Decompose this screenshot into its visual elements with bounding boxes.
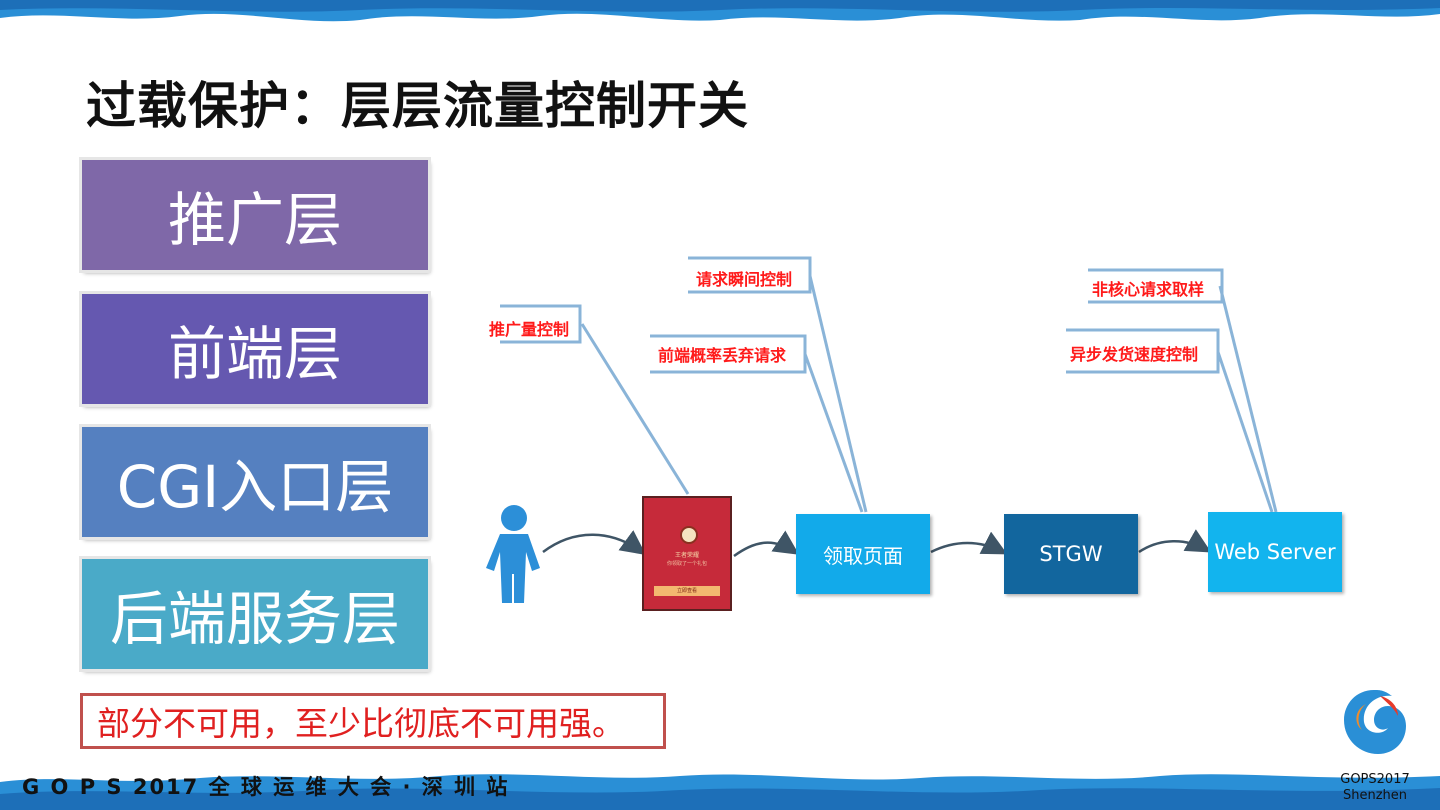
callout-promo: 推广量控制	[489, 320, 570, 339]
flow-arrow-page-stgw	[930, 531, 1008, 555]
layer-cgi-entry: CGI入口层	[82, 427, 428, 537]
gops-logo-icon	[1344, 690, 1406, 754]
flow-arrow-user-phone	[542, 530, 647, 555]
gops-logo-label-year: GOPS2017	[1340, 772, 1410, 787]
game-logo-icon	[680, 526, 698, 544]
footer-event-name: G O P S 2017 全 球 运 维 大 会 · 深 圳 站	[22, 775, 510, 799]
pointer-async	[1216, 351, 1274, 513]
layer-backend-service: 后端服务层	[82, 559, 428, 669]
node-web-server: Web Server	[1208, 512, 1342, 592]
phone-screenshot: 王者荣耀 你领取了一个礼包 立即查看	[642, 496, 732, 611]
pointer-burst	[808, 275, 868, 513]
bottom-brush-band	[0, 774, 1440, 810]
pointer-sample	[1218, 285, 1278, 513]
page-title: 过载保护：层层流量控制开关	[86, 77, 749, 135]
note-box: 部分不可用，至少比彻底不可用强。	[80, 693, 666, 749]
pointer-promo	[580, 323, 690, 495]
gops-logo-label: GOPS2017 Shenzhen	[1330, 772, 1420, 804]
layer-frontend: 前端层	[82, 294, 428, 404]
layer-promotion: 推广层	[82, 160, 428, 270]
callout-burst: 请求瞬间控制	[696, 270, 793, 289]
node-receive-page: 领取页面	[796, 514, 930, 594]
user-icon	[486, 505, 540, 603]
flow-arrow-stgw-web	[1138, 529, 1212, 554]
callout-async: 异步发货速度控制	[1070, 345, 1199, 364]
callout-sample: 非核心请求取样	[1092, 280, 1205, 299]
phone-subtitle: 你领取了一个礼包	[666, 561, 707, 567]
gops-logo-label-city: Shenzhen	[1342, 788, 1408, 803]
callout-bracket-async	[1066, 328, 1220, 374]
pointer-drop	[803, 353, 864, 513]
node-stgw: STGW	[1004, 514, 1138, 594]
callout-bracket-burst	[688, 256, 812, 294]
top-brush-band	[0, 0, 1440, 22]
callout-bracket-sample	[1088, 268, 1224, 304]
flow-arrow-phone-page	[733, 530, 800, 558]
phone-button: 立即查看	[654, 586, 720, 596]
callout-bracket-promo	[500, 304, 582, 344]
callout-drop: 前端概率丢弃请求	[658, 346, 787, 365]
phone-title: 王者荣耀	[674, 552, 699, 559]
